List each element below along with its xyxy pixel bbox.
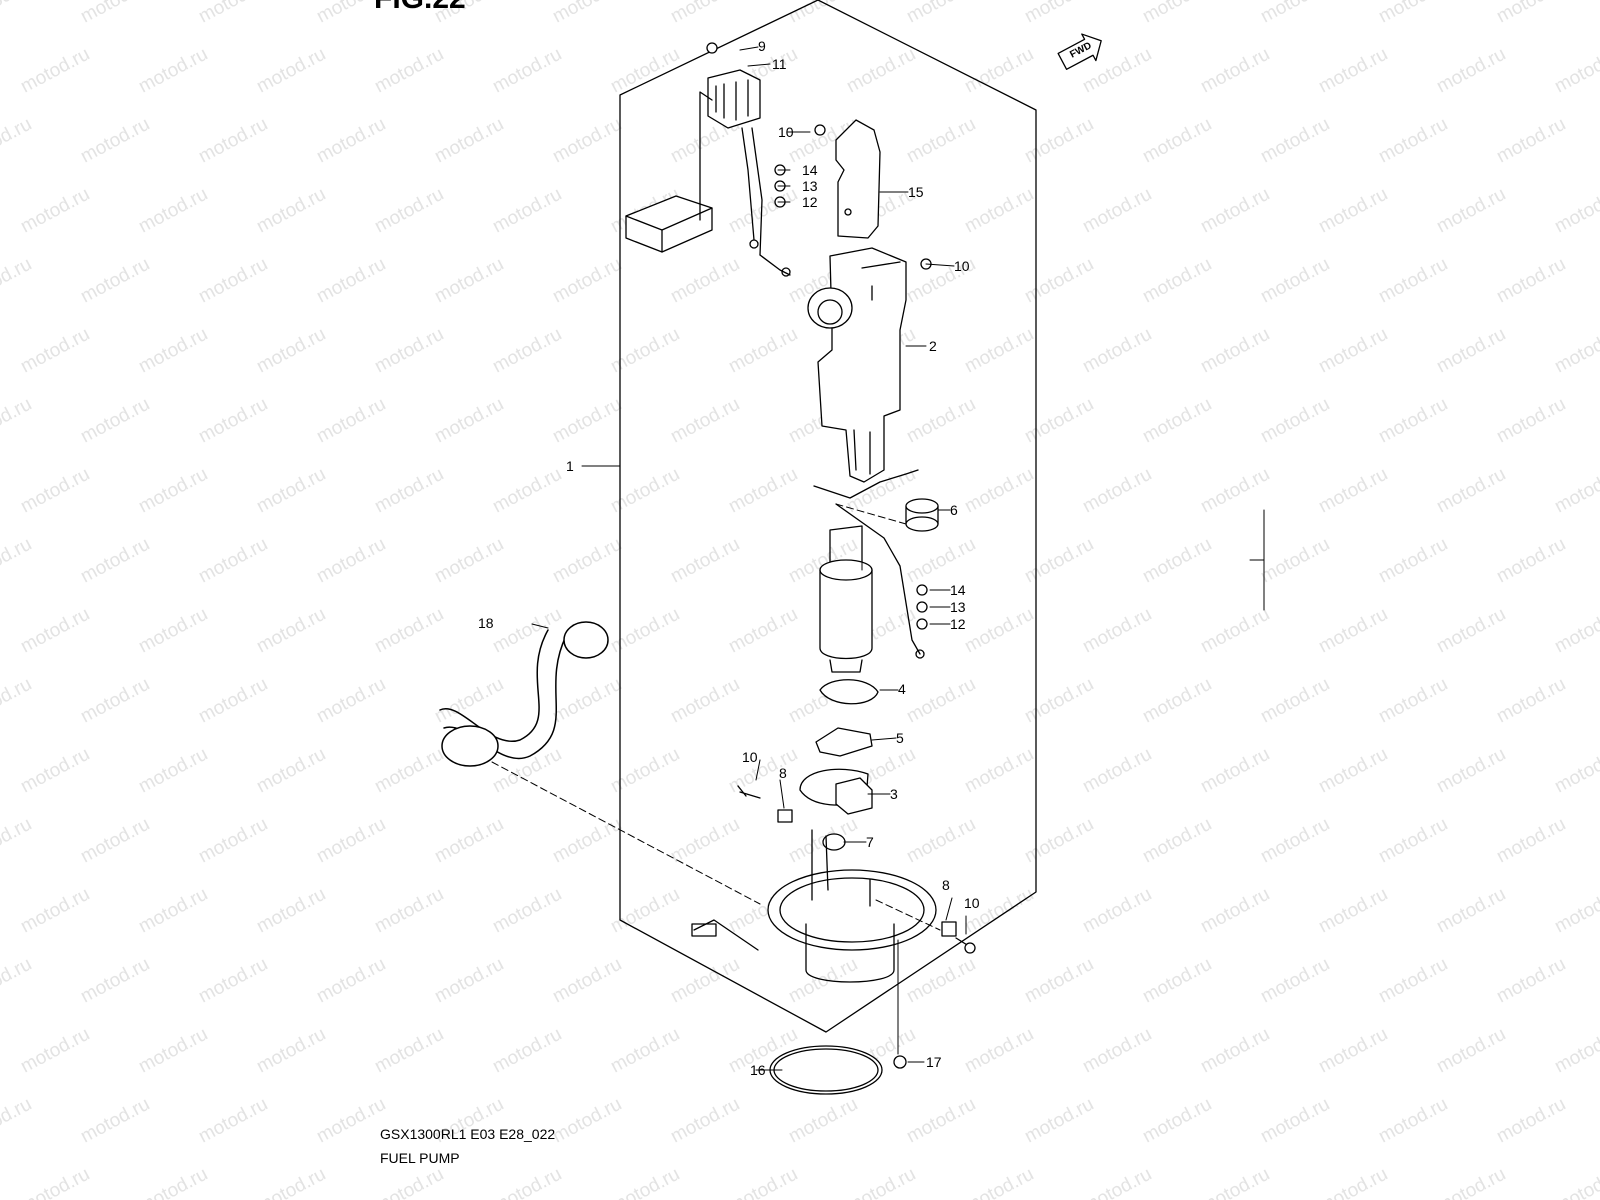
callout-10-left: 10: [742, 749, 758, 765]
callout-16: 16: [750, 1062, 766, 1078]
callout-15: 15: [908, 184, 924, 200]
callout-13-upper: 13: [802, 178, 818, 194]
part-5-plate: [815, 727, 873, 757]
callout-8-upper: 8: [779, 765, 787, 781]
callout-12-lower: 12: [950, 616, 966, 632]
fuel-pump-motor: [819, 525, 873, 673]
callout-12-upper: 12: [802, 194, 818, 210]
part-6-grommet: [905, 498, 939, 532]
fuel-level-gauge: [625, 69, 791, 277]
callout-18: 18: [478, 615, 494, 631]
footer-model-code: GSX1300RL1 E03 E28_022: [380, 1126, 556, 1142]
callout-4: 4: [898, 681, 906, 697]
part-8-nut: [777, 809, 793, 823]
fuel-pump-base-plate: [691, 829, 937, 983]
callout-3: 3: [890, 786, 898, 802]
callout-9: 9: [758, 38, 766, 54]
wire-harness: [813, 469, 919, 499]
footer-caption: FUEL PUMP: [380, 1150, 460, 1166]
callout-10-bottom: 10: [964, 895, 980, 911]
callout-13-lower: 13: [950, 599, 966, 615]
part-18-fuel-hose: [439, 621, 609, 767]
assembly-boundary: [619, 0, 1037, 1033]
fwd-arrow-icon: [1057, 33, 1102, 70]
part-17-bolt: [893, 1055, 907, 1069]
callout-5: 5: [896, 730, 904, 746]
figure-title: FIG.22: [374, 0, 466, 16]
margin-mark: [1249, 509, 1265, 611]
callout-6: 6: [950, 502, 958, 518]
callout-7: 7: [866, 834, 874, 850]
part-3-filter: [799, 768, 873, 815]
part-15-bracket: [835, 119, 881, 239]
callout-8-lower: 8: [942, 877, 950, 893]
callout-2: 2: [929, 338, 937, 354]
callout-10-mid: 10: [954, 258, 970, 274]
part-4-holder: [819, 679, 879, 705]
callout-10-top: 10: [778, 124, 794, 140]
part-2-pump-housing: [807, 247, 907, 483]
callout-14-lower: 14: [950, 582, 966, 598]
leader-lines: [531, 46, 967, 1071]
callout-17: 17: [926, 1054, 942, 1070]
callout-1: 1: [566, 458, 574, 474]
part-16-seal: [769, 1045, 883, 1095]
assembly-guide-lines: [491, 503, 941, 931]
callout-11: 11: [772, 56, 787, 72]
callout-14-upper: 14: [802, 162, 818, 178]
part-8b-nut: [941, 921, 957, 937]
